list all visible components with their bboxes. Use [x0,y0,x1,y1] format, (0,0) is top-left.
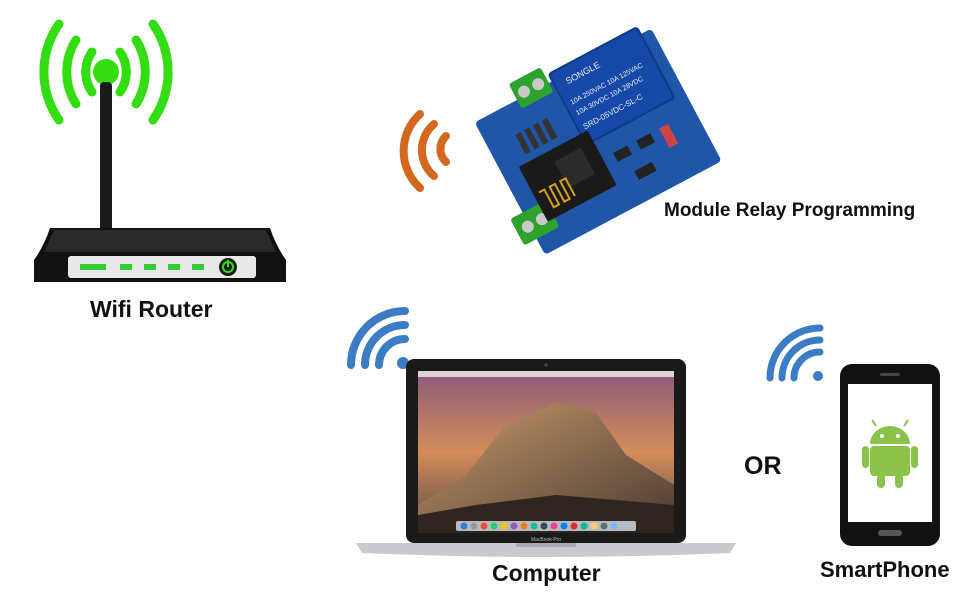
smartphone-label: SmartPhone [820,557,950,582]
antenna [100,82,112,232]
camera [544,363,548,367]
phone-signal [766,324,824,382]
laptop: MacBook Pro [356,359,736,557]
smartphone [840,364,940,546]
wifi-router [34,19,286,282]
relay-label: Module Relay Programming [664,200,916,221]
wifi-signal-icon [347,307,409,369]
android-robot-icon [862,419,918,488]
router-label: Wifi Router [90,296,213,322]
computer-label: Computer [492,560,601,586]
relay-block [548,27,675,145]
phone-home-button[interactable] [878,530,902,536]
computer-signal [347,307,409,369]
wifi-signal-icon [766,324,824,382]
laptop-brand: MacBook Pro [531,537,561,543]
antenna-tip [93,59,119,85]
wifi-signal-icon [399,110,450,192]
relay-module: SONGLE 10A 250VAC 10A 125VAC 10A 30VDC 1… [476,27,721,254]
laptop-base [356,543,736,557]
or-label: OR [744,452,782,480]
phone-speaker [880,373,900,376]
terminal-top [509,68,553,108]
relay-signal [399,110,450,192]
menu-bar [418,371,674,377]
